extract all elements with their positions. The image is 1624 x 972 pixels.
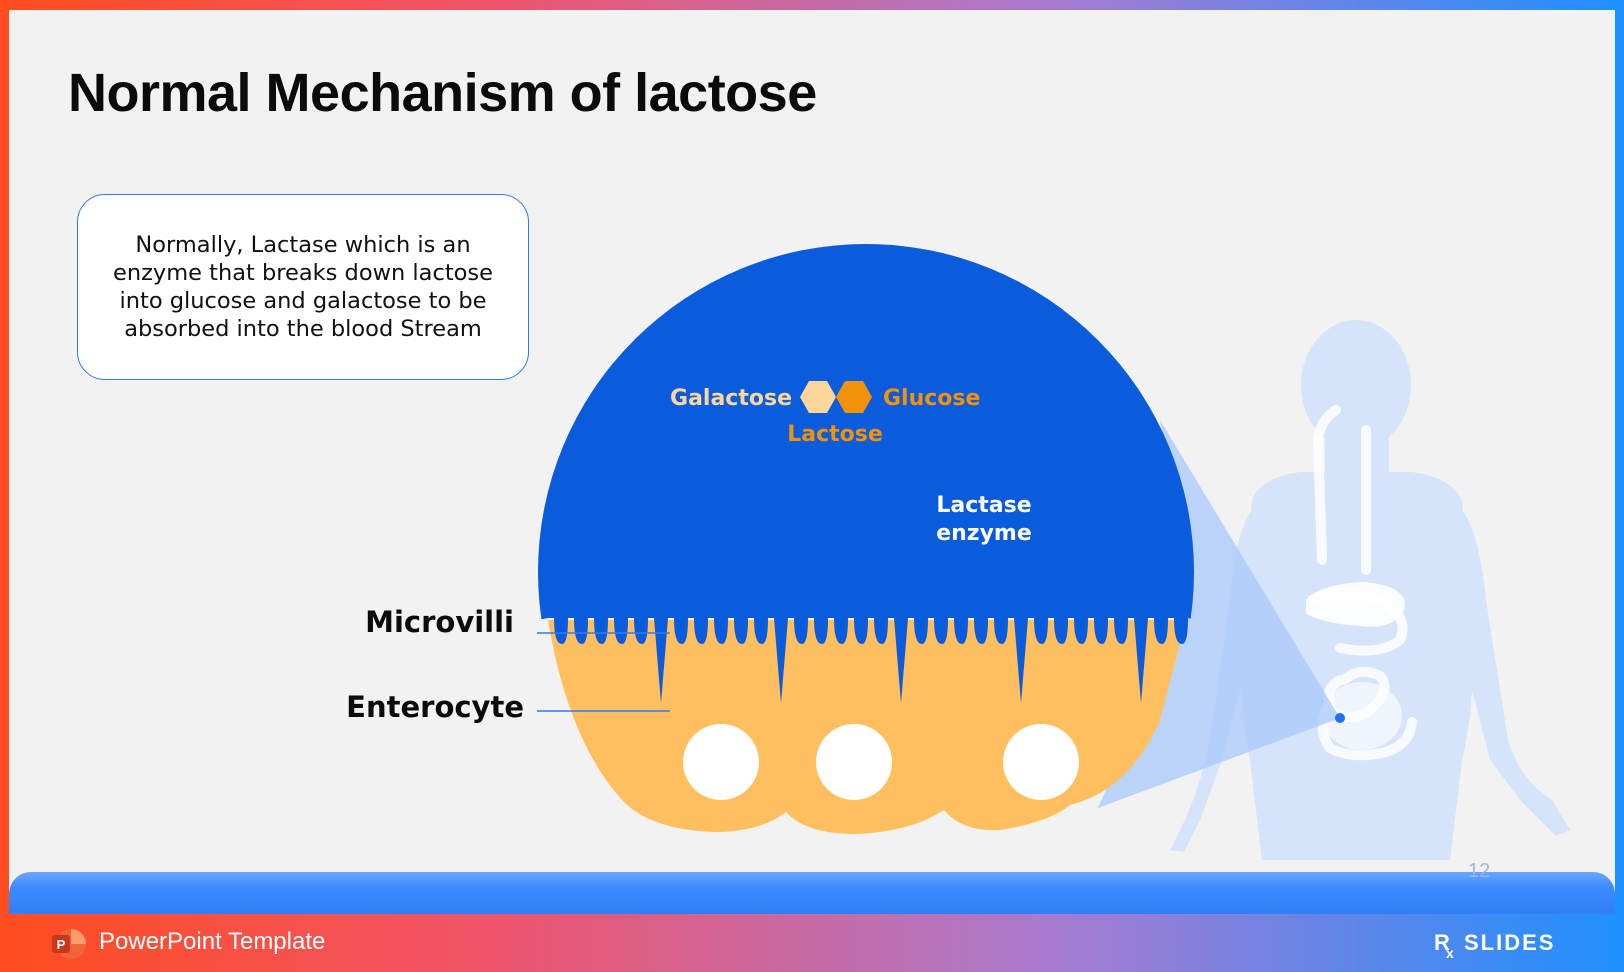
bottom-bar — [0, 914, 1624, 972]
template-label: PowerPoint Template — [99, 928, 326, 955]
lactose-label: Lactose — [787, 422, 883, 447]
powerpoint-logo-icon: P — [52, 929, 86, 959]
slide-title: Normal Mechanism of lactose — [68, 63, 817, 123]
glucose-hexagon-icon — [836, 381, 872, 413]
callout-text: Normally, Lactase which is an enzyme tha… — [113, 232, 493, 342]
svg-text:P: P — [57, 937, 66, 952]
lumen-with-microvilli — [538, 244, 1194, 703]
microvilli-label: Microvilli — [365, 605, 514, 639]
galactose-label: Galactose — [670, 386, 792, 411]
brand-subscript: x — [1446, 945, 1454, 961]
glucose-label: Glucose — [883, 386, 980, 411]
enterocyte-label: Enterocyte — [346, 690, 524, 724]
page-number: 12 — [1468, 860, 1491, 882]
brand-prefix: R — [1434, 930, 1450, 955]
intestinal-lumen — [538, 244, 1194, 703]
footer-band — [9, 872, 1615, 918]
organ-shapes — [1306, 582, 1405, 750]
galactose-hexagon-icon — [800, 381, 836, 413]
zoom-focus-dot — [1335, 713, 1345, 723]
nucleus-2 — [816, 724, 892, 800]
nucleus-3 — [1003, 724, 1079, 800]
lactase-label-line2: enzyme — [936, 521, 1032, 546]
rxslides-logo: R x SLIDES — [1434, 930, 1555, 961]
nucleus-1 — [683, 724, 759, 800]
lactase-label-line1: Lactase — [936, 493, 1031, 518]
explanation-callout: Normally, Lactase which is an enzyme tha… — [77, 194, 529, 380]
brand-name: SLIDES — [1464, 930, 1555, 955]
